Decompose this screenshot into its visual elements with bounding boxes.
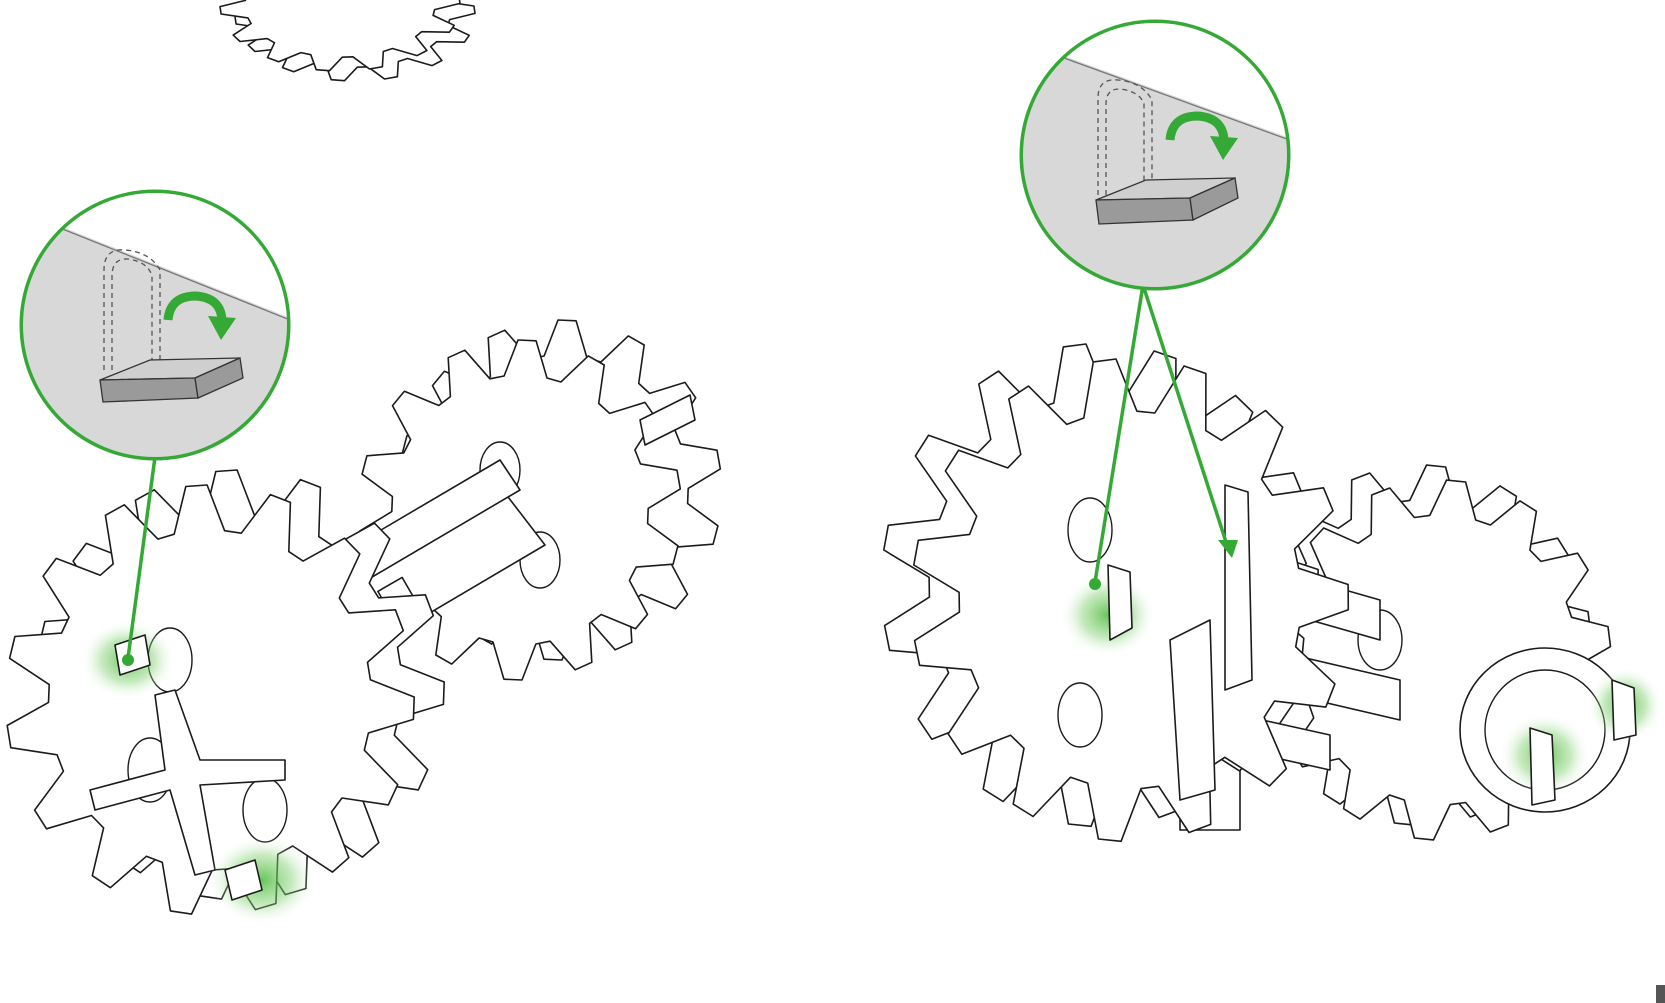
right-leader-line-1 [1093,284,1145,583]
gear-hole [1067,497,1113,563]
gear-front-face [219,0,461,72]
rotate-clockwise-arrow-icon [163,291,236,340]
right-locking-tab-collar-left [1499,713,1591,806]
left-leader-line [126,456,157,659]
rotate-tab-detail-left [19,189,291,666]
right-leader-line-2 [1141,284,1228,543]
corner-mark [1656,985,1665,1003]
gear-hole [1057,682,1103,748]
rotate-clockwise-arrow-icon [1165,111,1238,160]
right-locking-tab-left [1060,564,1156,657]
left-locking-tab-bottom [207,835,317,925]
right-locking-tab-collar-right [1587,667,1663,743]
right-assembly [883,343,1663,843]
right-cross-hub [1169,484,1253,801]
partial-gear-top [219,0,476,82]
rotate-tab-detail-right [1019,19,1291,590]
